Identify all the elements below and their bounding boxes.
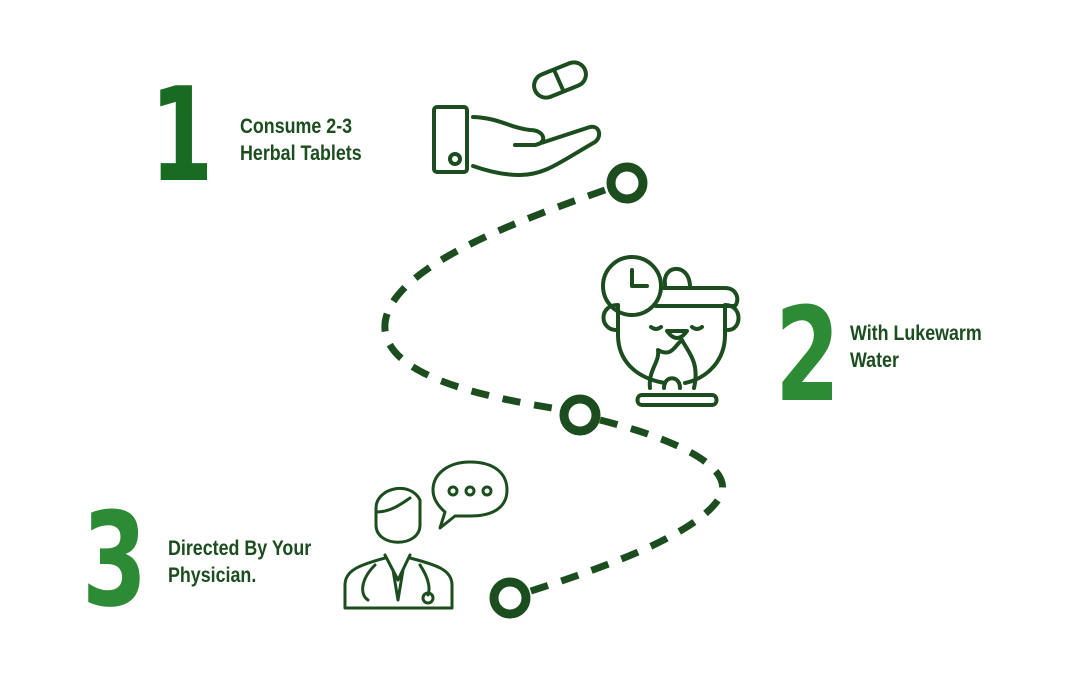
step-1-line-2: Herbal Tablets xyxy=(240,142,362,165)
step-1-line-1: Consume 2-3 xyxy=(240,115,353,138)
pot-on-stove-icon xyxy=(601,255,741,407)
step-1-number: 1 xyxy=(150,59,214,211)
doctor-icon xyxy=(343,460,509,610)
hand-pill-icon xyxy=(432,60,602,177)
path-node-2 xyxy=(559,394,601,436)
step-3-number: 3 xyxy=(82,484,148,636)
step-2-line-1: With Lukewarm xyxy=(850,322,982,345)
path-node-1 xyxy=(606,162,648,204)
path-node-3 xyxy=(489,577,531,619)
dashed-path xyxy=(381,186,727,596)
step-2-number: 2 xyxy=(775,279,841,431)
step-3-line-2: Physician. xyxy=(168,564,257,587)
step-2-line-2: Water xyxy=(850,349,899,372)
step-3-line-1: Directed By Your xyxy=(168,537,312,560)
